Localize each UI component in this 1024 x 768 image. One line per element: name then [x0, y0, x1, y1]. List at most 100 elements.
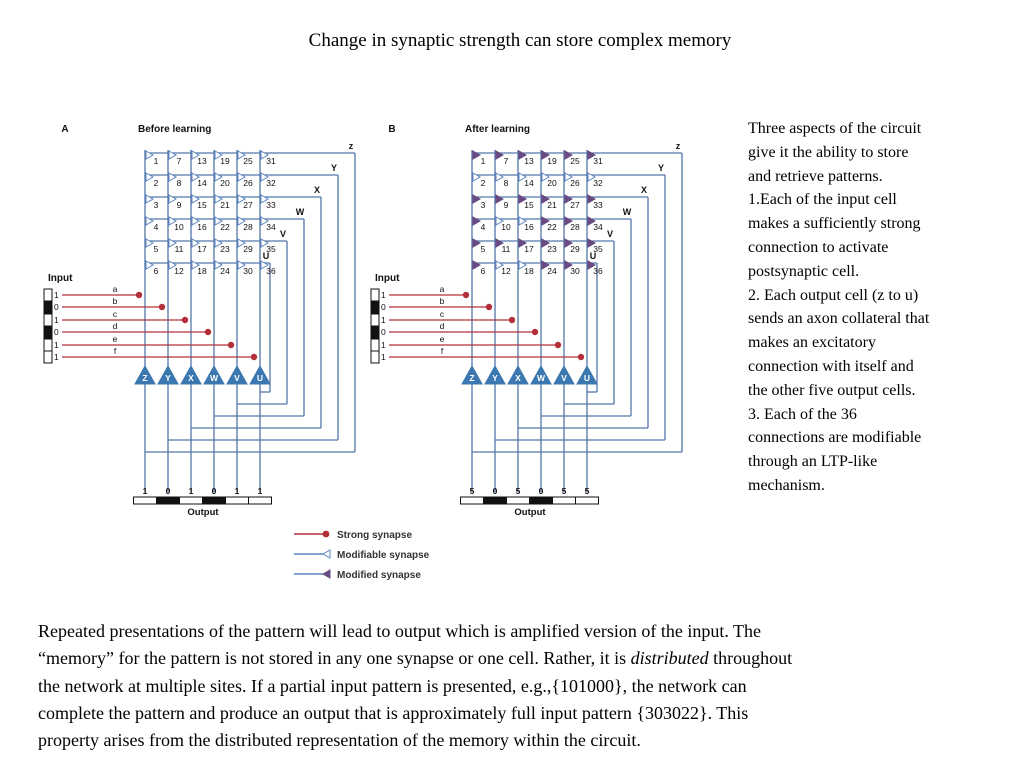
modifiable-synapse-icon [237, 238, 247, 248]
modifiable-synapse-icon [214, 238, 224, 248]
panel-heading: After learning [465, 124, 530, 135]
right-text-line: through an LTP-like [748, 453, 878, 471]
modifiable-synapse-icon [145, 150, 155, 160]
modified-synapse-icon [587, 194, 597, 204]
modified-synapse-icon [518, 194, 528, 204]
synapse-number: 2 [481, 178, 486, 188]
output-value: 0 [493, 486, 498, 496]
modifiable-synapse-icon [541, 172, 551, 182]
panel-letter: A [61, 124, 68, 135]
input-line-label: c [113, 309, 118, 319]
input-line-label: f [441, 346, 444, 356]
right-text-line: the other five output cells. [748, 381, 916, 399]
strong-synapse-dot [135, 291, 143, 299]
input-line-label: e [113, 334, 118, 344]
synapse-number: 33 [266, 200, 276, 210]
collateral-label: U [263, 251, 270, 261]
output-bar-cell [529, 496, 553, 505]
paragraph-line: complete the pattern and produce an outp… [38, 702, 749, 723]
output-cell-label: U [584, 373, 590, 383]
output-cell-triangle [484, 364, 506, 385]
input-bar-cell [43, 325, 53, 339]
paragraph-line: property arises from the distributed rep… [38, 730, 641, 751]
right-text-line: Three aspects of the circuit [748, 120, 922, 137]
output-cell-triangle [576, 364, 598, 385]
modified-synapse-icon [518, 150, 528, 160]
right-text-line: 2. Each output cell (z to u) [748, 286, 919, 304]
output-cell-label: W [210, 373, 219, 383]
synapse-number: 5 [481, 244, 486, 254]
output-value: 0 [166, 486, 171, 496]
modifiable-synapse-icon [495, 172, 505, 182]
synapse-number: 20 [547, 178, 557, 188]
modifiable-synapse-icon [168, 260, 178, 270]
synapse-number: 35 [593, 244, 603, 254]
collateral-label: X [641, 185, 647, 195]
strong-synapse-dot [204, 328, 212, 336]
input-value: 0 [54, 302, 59, 312]
output-cell-label: U [257, 373, 263, 383]
modifiable-synapse-icon [191, 194, 201, 204]
synapse-number: 5 [154, 244, 159, 254]
synapse-number: 20 [220, 178, 230, 188]
synapse-number: 4 [481, 222, 486, 232]
modified-synapse-icon [541, 238, 551, 248]
synapse-number: 23 [220, 244, 230, 254]
modifiable-synapse-icon [260, 150, 270, 160]
synapse-number: 24 [220, 266, 230, 276]
output-bar-cell [552, 496, 576, 505]
modifiable-synapse-icon [237, 172, 247, 182]
synapse-number: 7 [504, 156, 509, 166]
right-text-line: sends an axon collateral that [748, 310, 930, 328]
modifiable-synapse-icon [495, 260, 505, 270]
input-value: 1 [381, 340, 386, 350]
panel-letter: B [388, 124, 395, 135]
collateral-label: V [280, 229, 286, 239]
modifiable-synapse-icon [260, 172, 270, 182]
modified-synapse-icon [518, 238, 528, 248]
modified-synapse-icon [472, 216, 482, 226]
synapse-number: 9 [504, 200, 509, 210]
synapse-number: 19 [547, 156, 557, 166]
synapse-number: 22 [220, 222, 230, 232]
input-value: 0 [381, 302, 386, 312]
input-line-label: c [440, 309, 445, 319]
synapse-number: 31 [266, 156, 276, 166]
synapse-number: 15 [524, 200, 534, 210]
synapse-number: 30 [243, 266, 253, 276]
modified-synapse-icon [587, 216, 597, 226]
output-cell-label: V [561, 373, 567, 383]
paragraph-line: the network at multiple sites. If a part… [38, 675, 747, 696]
output-cell-triangle [180, 364, 202, 385]
input-line-label: f [114, 346, 117, 356]
synapse-number: 17 [524, 244, 534, 254]
legend-label: Modifiable synapse [337, 550, 430, 561]
modified-synapse-icon [321, 569, 331, 579]
output-bar-cell [460, 496, 484, 505]
slide-title: Change in synaptic strength can store co… [308, 30, 732, 51]
input-bar-cell [370, 313, 380, 327]
bottom-paragraph: Repeated presentations of the pattern wi… [38, 618, 1008, 754]
synapse-number: 33 [593, 200, 603, 210]
output-cell-triangle [461, 364, 483, 385]
modified-synapse-icon [472, 194, 482, 204]
synapse-number: 32 [593, 178, 603, 188]
modifiable-synapse-icon [168, 238, 178, 248]
modified-synapse-icon [587, 238, 597, 248]
synapse-number: 23 [547, 244, 557, 254]
modifiable-synapse-icon [472, 172, 482, 182]
synapse-number: 26 [570, 178, 580, 188]
input-line-label: e [440, 334, 445, 344]
synapse-number: 36 [593, 266, 603, 276]
strong-synapse-dot [531, 328, 539, 336]
modified-synapse-icon [495, 150, 505, 160]
input-bar-cell [43, 338, 53, 352]
output-value: 1 [258, 486, 263, 496]
output-cell-triangle [530, 364, 552, 385]
synapse-number: 3 [154, 200, 159, 210]
collateral-label: W [623, 207, 632, 217]
input-line-label: d [440, 321, 445, 331]
output-cell-label: Z [469, 373, 474, 383]
modified-synapse-icon [495, 194, 505, 204]
